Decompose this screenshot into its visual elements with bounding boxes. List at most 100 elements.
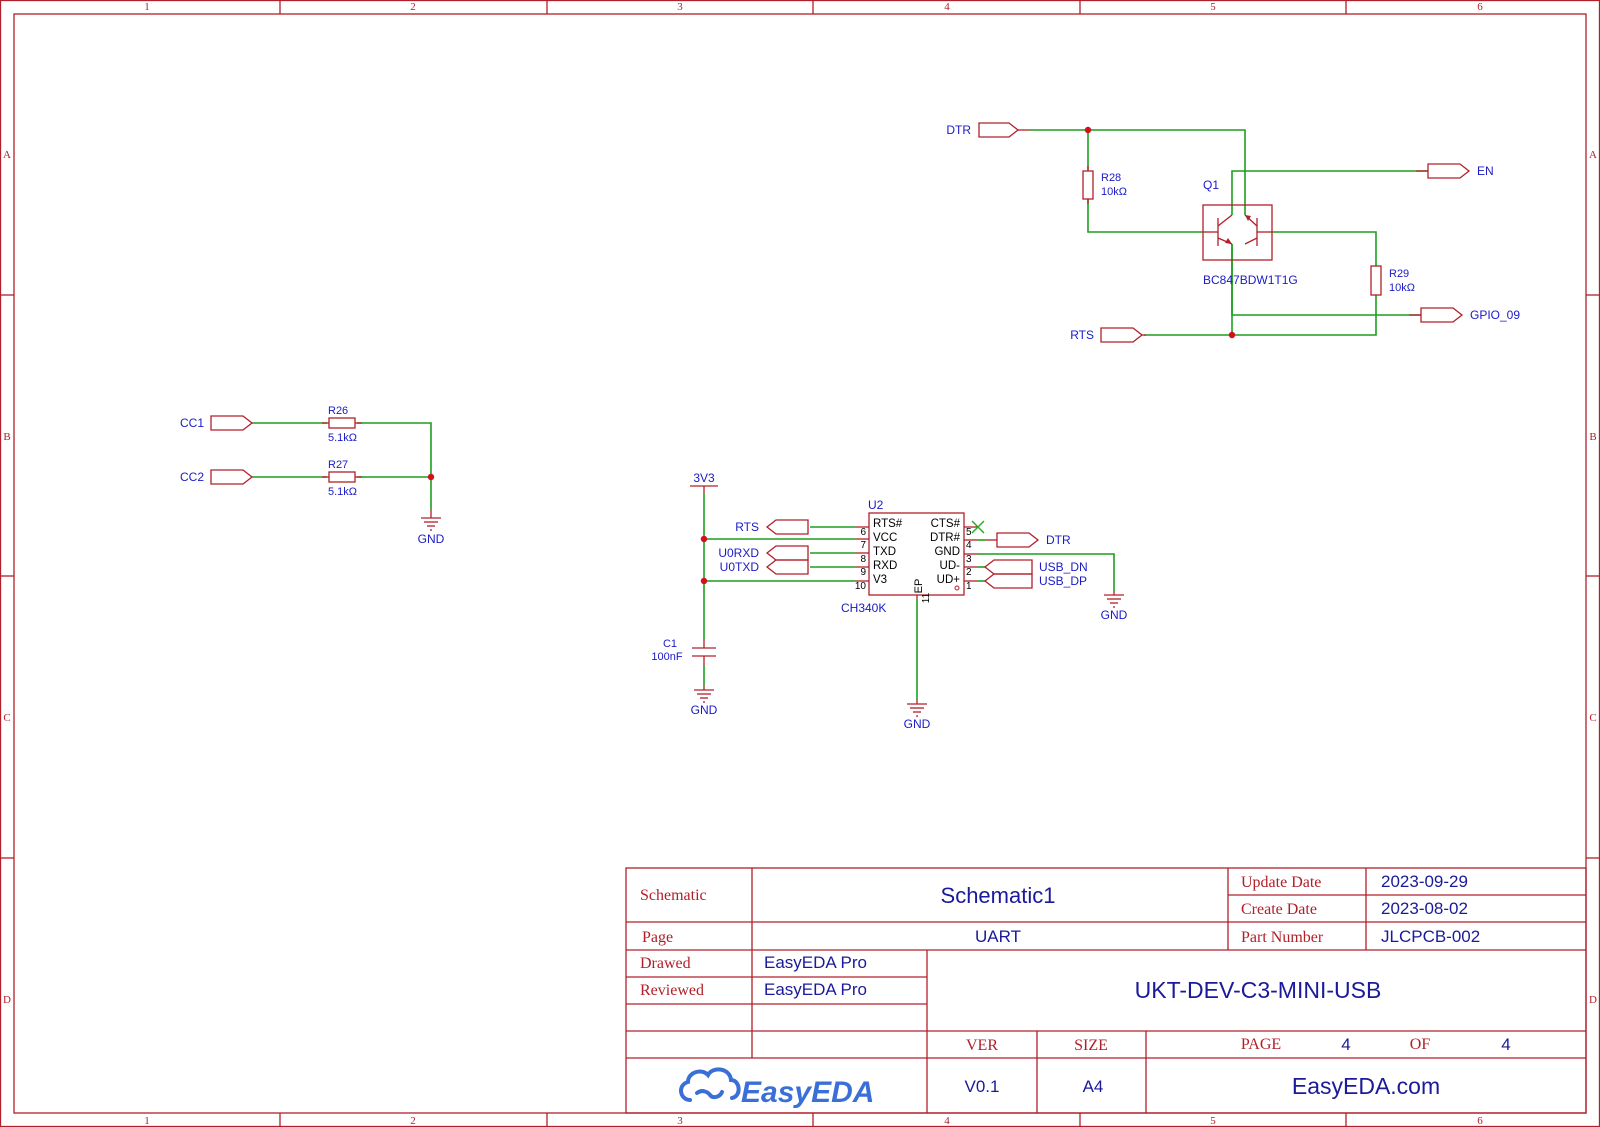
gnd-label-c1: GND	[691, 703, 718, 717]
col-label-4-bottom: 4	[944, 1115, 950, 1127]
net-port-rts-u2[interactable]: RTS	[735, 519, 809, 535]
col-label-2-bottom: 2	[410, 1115, 416, 1127]
u2-pin2-num: 2	[966, 567, 972, 578]
uart-wires	[703, 494, 1115, 700]
gnd-symbol-c1: GND	[691, 686, 718, 717]
net-port-rts-top[interactable]: RTS	[1070, 327, 1146, 343]
net-port-usb-dp[interactable]: USB_DP	[983, 573, 1087, 589]
tb-reviewed: EasyEDA Pro	[764, 980, 867, 999]
tb-ver-label: VER	[966, 1037, 998, 1054]
cc-pulldown-circuit: CC1 CC2 R26 5.1kΩ R27 5.1kΩ	[180, 405, 445, 546]
col-label-3-bottom: 3	[677, 1115, 683, 1127]
no-connect-cts	[971, 520, 985, 534]
u2-pin9-num: 9	[860, 567, 866, 578]
net-label-gpio09: GPIO_09	[1470, 308, 1520, 322]
q1-value: BC847BDW1T1G	[1203, 273, 1298, 287]
tb-of-label: OF	[1410, 1036, 1431, 1053]
tb-size: A4	[1083, 1077, 1104, 1096]
net-port-gpio09[interactable]: GPIO_09	[1409, 307, 1520, 323]
net-label-u0rxd: U0RXD	[718, 546, 759, 560]
tb-page-total: 4	[1501, 1035, 1510, 1054]
net-label-en: EN	[1477, 164, 1494, 178]
q1-ref: Q1	[1203, 178, 1219, 192]
reset-wires	[1030, 129, 1428, 336]
capacitor-c1[interactable]: C1 100nF	[651, 638, 716, 666]
u2-pin7-num: 7	[860, 540, 866, 551]
u2-pin8-name: TXD	[873, 546, 896, 558]
u2-pin10-name: V3	[873, 574, 887, 586]
row-label-d: D	[3, 994, 11, 1006]
tb-page-name: UART	[975, 927, 1021, 946]
tb-schematic-label: Schematic	[640, 887, 707, 904]
r27-value: 5.1kΩ	[328, 486, 357, 498]
col-label-3: 3	[677, 1, 683, 13]
u2-pin3-num: 3	[966, 554, 972, 565]
u2-ref: U2	[868, 498, 884, 512]
tb-drawed-label: Drawed	[640, 955, 691, 972]
tb-create-date: 2023-08-02	[1381, 899, 1468, 918]
r26-ref: R26	[328, 405, 348, 417]
frame-zone-labels: 1 2 3 4 5 6 1 2 3 4 5 6 A B C D A B C D	[3, 1, 1597, 1127]
junction-vcc	[700, 535, 708, 543]
net-label-cc1: CC1	[180, 416, 204, 430]
tb-reviewed-label: Reviewed	[640, 982, 704, 999]
r28-ref: R28	[1101, 172, 1121, 184]
col-label-5: 5	[1210, 1, 1216, 13]
tb-update-date-label: Update Date	[1241, 874, 1321, 891]
row-label-d-right: D	[1589, 994, 1597, 1006]
u2-pin1-name: UD+	[937, 574, 961, 586]
tb-project-name: UKT-DEV-C3-MINI-USB	[1135, 977, 1382, 1003]
usb-uart-circuit: 3V3 C1 100nF GND R	[651, 471, 1127, 731]
u2-pin4-name: DTR#	[930, 532, 961, 544]
row-label-b-right: B	[1589, 431, 1596, 443]
u2-pin9-name: RXD	[873, 560, 897, 572]
row-label-a: A	[3, 149, 11, 161]
net-label-dtr-top: DTR	[946, 123, 971, 137]
u2-pin5-name: CTS#	[931, 518, 961, 530]
net-port-u0rxd[interactable]: U0RXD	[718, 545, 809, 561]
row-label-c-right: C	[1589, 712, 1596, 724]
u2-pin10-num: 10	[855, 581, 867, 592]
resistor-r29[interactable]: R29 10kΩ	[1370, 265, 1415, 296]
net-port-dtr-top[interactable]: DTR	[946, 122, 1030, 138]
net-port-usb-dn[interactable]: USB_DN	[983, 559, 1088, 575]
u2-pin2-name: UD-	[940, 560, 961, 572]
col-label-4: 4	[944, 1, 950, 13]
col-label-6-bottom: 6	[1477, 1115, 1483, 1127]
power-3v3: 3V3	[690, 471, 718, 494]
tb-create-date-label: Create Date	[1241, 901, 1317, 918]
junction-v3	[700, 577, 708, 585]
resistor-r26[interactable]: R26 5.1kΩ	[322, 405, 362, 444]
net-port-cc1[interactable]: CC1	[180, 415, 254, 431]
resistor-r27[interactable]: R27 5.1kΩ	[322, 459, 362, 498]
net-port-en[interactable]: EN	[1416, 163, 1494, 179]
net-port-u0txd[interactable]: U0TXD	[720, 559, 809, 575]
tb-schematic-name: Schematic1	[941, 883, 1056, 908]
gnd-label-u2: GND	[904, 717, 931, 731]
tb-page-label: Page	[642, 929, 673, 946]
tb-part-number: JLCPCB-002	[1381, 927, 1480, 946]
u2-pin6-num: 6	[860, 527, 866, 538]
col-label-1: 1	[144, 1, 150, 13]
tb-update-date: 2023-09-29	[1381, 872, 1468, 891]
easyeda-logo: EasyEDA	[679, 1067, 874, 1109]
net-label-usb-dp: USB_DP	[1039, 574, 1087, 588]
cloud-icon	[679, 1067, 741, 1102]
net-label-dtr-u2: DTR	[1046, 533, 1071, 547]
col-label-1-bottom: 1	[144, 1115, 150, 1127]
u2-pin4-num: 4	[966, 540, 972, 551]
ic-u2-ch340k[interactable]: U2 CH340K RTS# VCC TXD RXD V3 6 7 8 9 10…	[841, 498, 978, 615]
row-label-b: B	[3, 431, 10, 443]
net-port-cc2[interactable]: CC2	[180, 469, 254, 485]
transistor-q1[interactable]: Q1 BC847BDW1T1G	[1202, 178, 1298, 287]
net-label-u0txd: U0TXD	[720, 560, 760, 574]
gnd-symbol-u2: GND	[904, 700, 931, 731]
net-port-dtr-u2[interactable]: DTR	[985, 532, 1071, 548]
r29-ref: R29	[1389, 268, 1409, 280]
gnd-label-usb: GND	[1101, 608, 1128, 622]
resistor-r28[interactable]: R28 10kΩ	[1082, 166, 1127, 204]
auto-reset-circuit: DTR EN GPIO_09 RTS R28 10kΩ	[946, 122, 1520, 343]
r27-ref: R27	[328, 459, 348, 471]
gnd-label-cc: GND	[418, 532, 445, 546]
